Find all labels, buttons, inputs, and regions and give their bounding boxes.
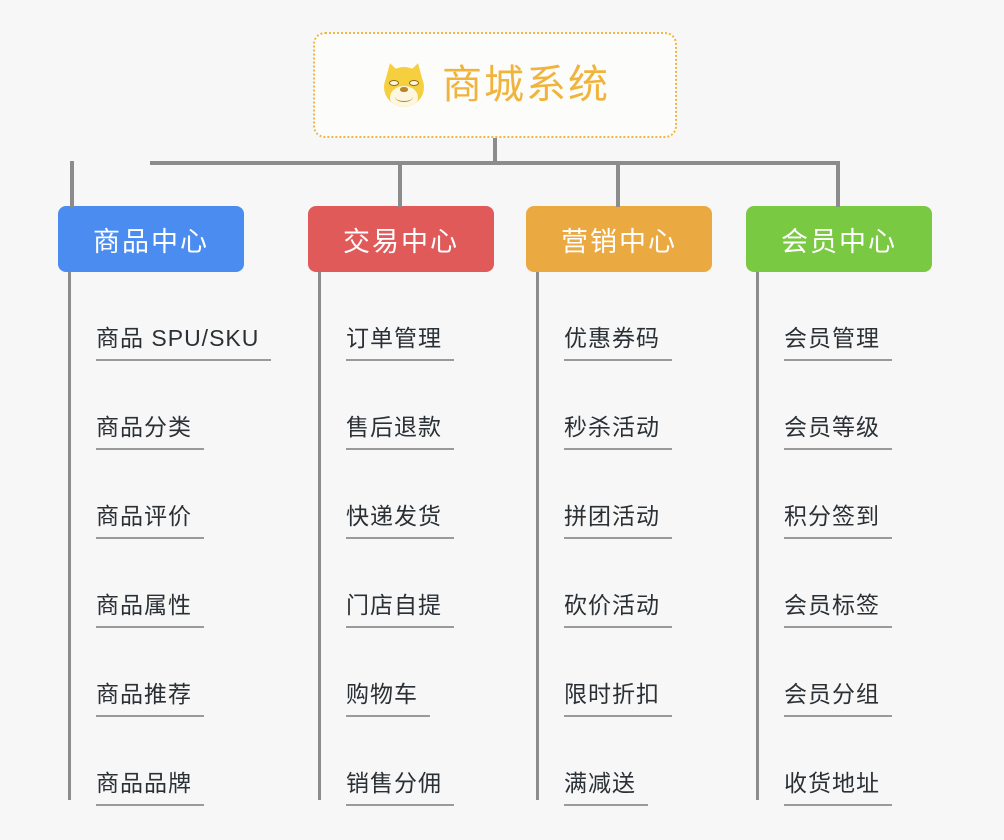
branch-connector-drop [616,161,620,207]
leaf-item-label: 商品推荐 [96,675,204,717]
leaf-item-label: 商品 SPU/SKU [96,319,272,361]
branch-connector-drop [70,161,74,207]
branch-column: 会员中心会员管理会员等级积分签到会员标签会员分组收货地址 [746,206,932,806]
leaf-item-label: 门店自提 [346,586,454,628]
leaf-item[interactable]: 门店自提 [308,539,494,628]
leaf-item[interactable]: 商品品牌 [58,717,244,806]
category-box-2[interactable]: 交易中心 [308,206,494,272]
leaf-list: 订单管理售后退款快递发货门店自提购物车销售分佣 [308,272,494,806]
category-box-1[interactable]: 商品中心 [58,206,244,272]
leaf-item[interactable]: 限时折扣 [526,628,712,717]
leaf-item-label: 商品属性 [96,586,204,628]
leaf-item[interactable]: 砍价活动 [526,539,712,628]
branch-connector-bus [150,161,840,165]
leaf-connector-spine [68,272,71,800]
leaf-item[interactable]: 积分签到 [746,450,932,539]
leaf-item[interactable]: 会员管理 [746,272,932,361]
leaf-list: 商品 SPU/SKU 商品分类商品评价商品属性商品推荐商品品牌 [58,272,272,806]
leaf-item-label: 满减送 [564,764,648,806]
leaf-item-label: 快递发货 [346,497,454,539]
leaf-item-label: 限时折扣 [564,675,672,717]
leaf-item-label: 商品评价 [96,497,204,539]
leaf-item-label: 订单管理 [346,319,454,361]
category-label: 交易中心 [343,226,459,257]
category-box-3[interactable]: 营销中心 [526,206,712,272]
branch-column: 交易中心订单管理售后退款快递发货门店自提购物车销售分佣 [308,206,494,806]
leaf-item-label: 销售分佣 [346,764,454,806]
leaf-item-label: 售后退款 [346,408,454,450]
leaf-item[interactable]: 会员等级 [746,361,932,450]
leaf-item[interactable]: 会员分组 [746,628,932,717]
leaf-item[interactable]: 商品 SPU/SKU [58,272,272,361]
branch-connector-drop [398,161,402,207]
leaf-item-label: 购物车 [346,675,430,717]
leaf-item[interactable]: 商品属性 [58,539,244,628]
leaf-item-label: 会员管理 [784,319,892,361]
leaf-list: 优惠券码秒杀活动拼团活动砍价活动限时折扣满减送 [526,272,712,806]
branch-column: 营销中心优惠券码秒杀活动拼团活动砍价活动限时折扣满减送 [526,206,712,806]
leaf-item[interactable]: 售后退款 [308,361,494,450]
leaf-item-label: 收货地址 [784,764,892,806]
leaf-item[interactable]: 商品推荐 [58,628,244,717]
leaf-item[interactable]: 收货地址 [746,717,932,806]
leaf-item[interactable]: 快递发货 [308,450,494,539]
shiba-dog-face-icon [380,60,428,109]
leaf-item-label: 砍价活动 [564,586,672,628]
leaf-item[interactable]: 拼团活动 [526,450,712,539]
root-connector-stem [493,138,497,163]
leaf-item-label: 会员等级 [784,408,892,450]
root-node-title: 商城系统 [442,63,610,107]
branch-column: 商品中心商品 SPU/SKU 商品分类商品评价商品属性商品推荐商品品牌 [58,206,272,806]
category-label: 营销中心 [561,226,677,257]
leaf-item[interactable]: 满减送 [526,717,712,806]
root-node-mall-system[interactable]: 商城系统 [313,32,677,138]
leaf-item[interactable]: 购物车 [308,628,494,717]
leaf-item[interactable]: 秒杀活动 [526,361,712,450]
category-label: 商品中心 [93,226,209,257]
leaf-item-label: 商品分类 [96,408,204,450]
leaf-item[interactable]: 订单管理 [308,272,494,361]
leaf-connector-spine [756,272,759,800]
leaf-connector-spine [536,272,539,800]
category-box-4[interactable]: 会员中心 [746,206,932,272]
leaf-item[interactable]: 商品分类 [58,361,244,450]
leaf-item-label: 积分签到 [784,497,892,539]
leaf-item-label: 会员分组 [784,675,892,717]
leaf-item-label: 拼团活动 [564,497,672,539]
leaf-item[interactable]: 会员标签 [746,539,932,628]
leaf-item[interactable]: 销售分佣 [308,717,494,806]
leaf-connector-spine [318,272,321,800]
leaf-item[interactable]: 优惠券码 [526,272,712,361]
leaf-item[interactable]: 商品评价 [58,450,244,539]
category-label: 会员中心 [781,226,897,257]
branch-connector-drop [836,161,840,207]
leaf-item-label: 秒杀活动 [564,408,672,450]
leaf-item-label: 商品品牌 [96,764,204,806]
leaf-item-label: 会员标签 [784,586,892,628]
leaf-item-label: 优惠券码 [564,319,672,361]
leaf-list: 会员管理会员等级积分签到会员标签会员分组收货地址 [746,272,932,806]
